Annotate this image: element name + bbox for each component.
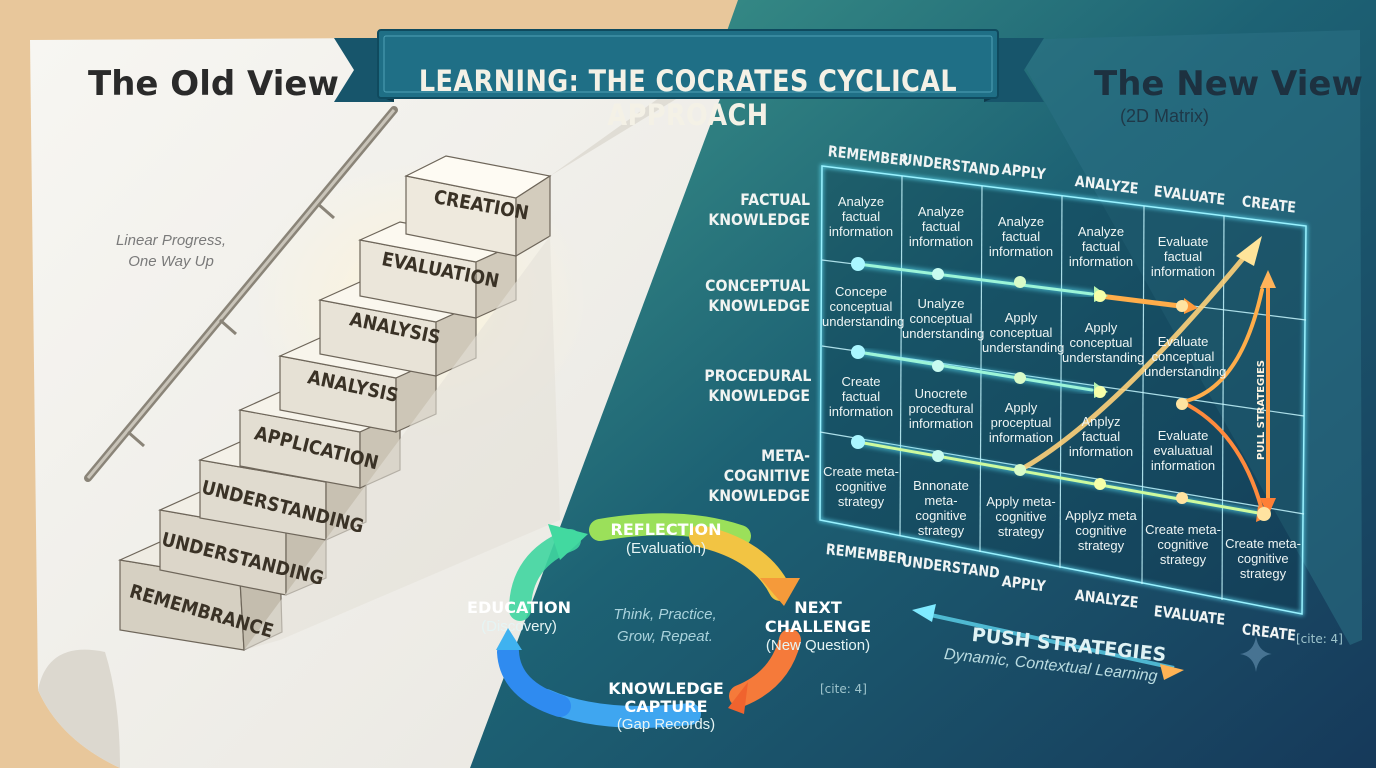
old-view-subtitle-line1: Linear Progress,	[115, 232, 227, 249]
matrix-citation: [cite: 4]	[1296, 632, 1343, 646]
row-header-procedural-line2: KNOWLEDGE	[708, 386, 810, 405]
title-banner: LEARNING: THE COCRATES CYCLICAL APPROACH	[378, 28, 998, 132]
cycle-knowledge-capture-title2: CAPTURE	[624, 697, 708, 716]
matrix-cell: Apply conceptual understanding	[982, 310, 1065, 355]
row-header-factual-line1: FACTUAL	[740, 190, 810, 209]
matrix-cell: Evaluate factual information	[1150, 234, 1216, 279]
row-header-procedural-line1: PROCEDURAL	[704, 366, 812, 385]
old-view-subtitle: Linear Progress, One Way Up	[96, 230, 246, 272]
cycle-citation: [cite: 4]	[820, 682, 867, 696]
matrix-cell: Analyze factual information	[908, 204, 974, 249]
staircase	[117, 155, 552, 651]
cycle-center-line2: Grow, Repeat.	[617, 628, 713, 645]
cycle-reflection-title: REFLECTION	[610, 520, 722, 539]
matrix-cell: Create factual information	[828, 374, 894, 419]
cycle-center-line1: Think, Practice,	[613, 606, 717, 623]
matrix-cell: Apply proceptual information	[988, 400, 1054, 445]
cycle-knowledge-capture-sub: (Gap Records)	[616, 716, 716, 733]
matrix-cell: Create meta-cognitive strategy	[823, 464, 899, 509]
row-header-metacognitive-line2: KNOWLEDGE	[708, 486, 810, 505]
cycle-education-title: EDUCATION	[467, 598, 571, 617]
matrix-cell: Analyze factual information	[988, 214, 1054, 259]
cycle-next-challenge-sub: (New Question)	[765, 637, 871, 654]
row-header-factual-line2: KNOWLEDGE	[708, 210, 810, 229]
banner-title: LEARNING: THE COCRATES CYCLICAL APPROACH	[418, 64, 958, 132]
pull-strategies-label: PULL STRATEGIES	[1256, 350, 1276, 480]
cycle-arrows	[496, 513, 801, 728]
row-header-conceptual-line2: KNOWLEDGE	[708, 296, 810, 315]
cycle-education: EDUCATION (Discovery)	[454, 598, 584, 636]
matrix-cell: Create meta-cognitive strategy	[1225, 536, 1301, 581]
matrix-cell: Anplyz factual information	[1068, 414, 1134, 459]
old-view-title: The Old View	[88, 64, 339, 104]
cycle-next-challenge-title: NEXT CHALLENGE	[764, 598, 872, 636]
push-strategies-arrow	[912, 604, 1184, 680]
cycle-knowledge-capture-title1: KNOWLEDGE	[608, 679, 724, 698]
handrail	[84, 106, 398, 482]
matrix-cell: Apply meta-cognitive strategy	[986, 494, 1056, 539]
matrix-cell: Apply conceptual understanding	[1062, 320, 1145, 365]
push-flow-arrows	[854, 236, 1276, 522]
row-header-metacognitive: META-COGNITIVE KNOWLEDGE	[704, 446, 810, 506]
cycle-reflection: REFLECTION (Evaluation)	[596, 520, 736, 558]
row-header-conceptual: CONCEPTUAL KNOWLEDGE	[704, 276, 810, 316]
matrix-cell: Analyze factual information	[1068, 224, 1134, 269]
matrix-cell: Bnnonate meta-cognitive strategy	[913, 478, 969, 538]
matrix-cell: Unalyze conceptual understanding	[902, 296, 985, 341]
cycle-knowledge-capture: KNOWLEDGE CAPTURE (Gap Records)	[596, 680, 736, 734]
cycle-education-sub: (Discovery)	[481, 618, 557, 635]
matrix-cell: Unocrete procedtural information	[908, 386, 974, 431]
old-view-subtitle-line2: One Way Up	[128, 253, 214, 270]
new-view-title: The New View	[1094, 64, 1363, 104]
matrix-cell: Evaluate evaluatual information	[1150, 428, 1216, 473]
matrix-cell: Create meta-cognitive strategy	[1145, 522, 1221, 567]
banner-ribbon	[334, 29, 1044, 102]
pull-strategies-text: PULL STRATEGIES	[1256, 360, 1267, 460]
row-header-factual: FACTUAL KNOWLEDGE	[704, 190, 810, 230]
matrix-nodes	[851, 257, 1271, 521]
new-view-subtitle: (2D Matrix)	[1120, 106, 1209, 126]
matrix-cell: Applyz meta cognitive strategy	[1065, 508, 1137, 553]
cycle-reflection-sub: (Evaluation)	[625, 540, 707, 557]
row-header-metacognitive-line1: META-COGNITIVE	[723, 446, 810, 485]
matrix-cell: Analyze factual information	[828, 194, 894, 239]
matrix-cell: Evaluate conceptual understanding	[1144, 334, 1227, 379]
matrix-cell: Concepe conceptual understanding	[822, 284, 905, 329]
cycle-center-text: Think, Practice, Grow, Repeat.	[600, 604, 730, 648]
row-header-conceptual-line1: CONCEPTUAL	[705, 276, 810, 295]
row-header-procedural: PROCEDURAL KNOWLEDGE	[704, 366, 812, 406]
cycle-next-challenge: NEXT CHALLENGE (New Question)	[740, 598, 896, 655]
